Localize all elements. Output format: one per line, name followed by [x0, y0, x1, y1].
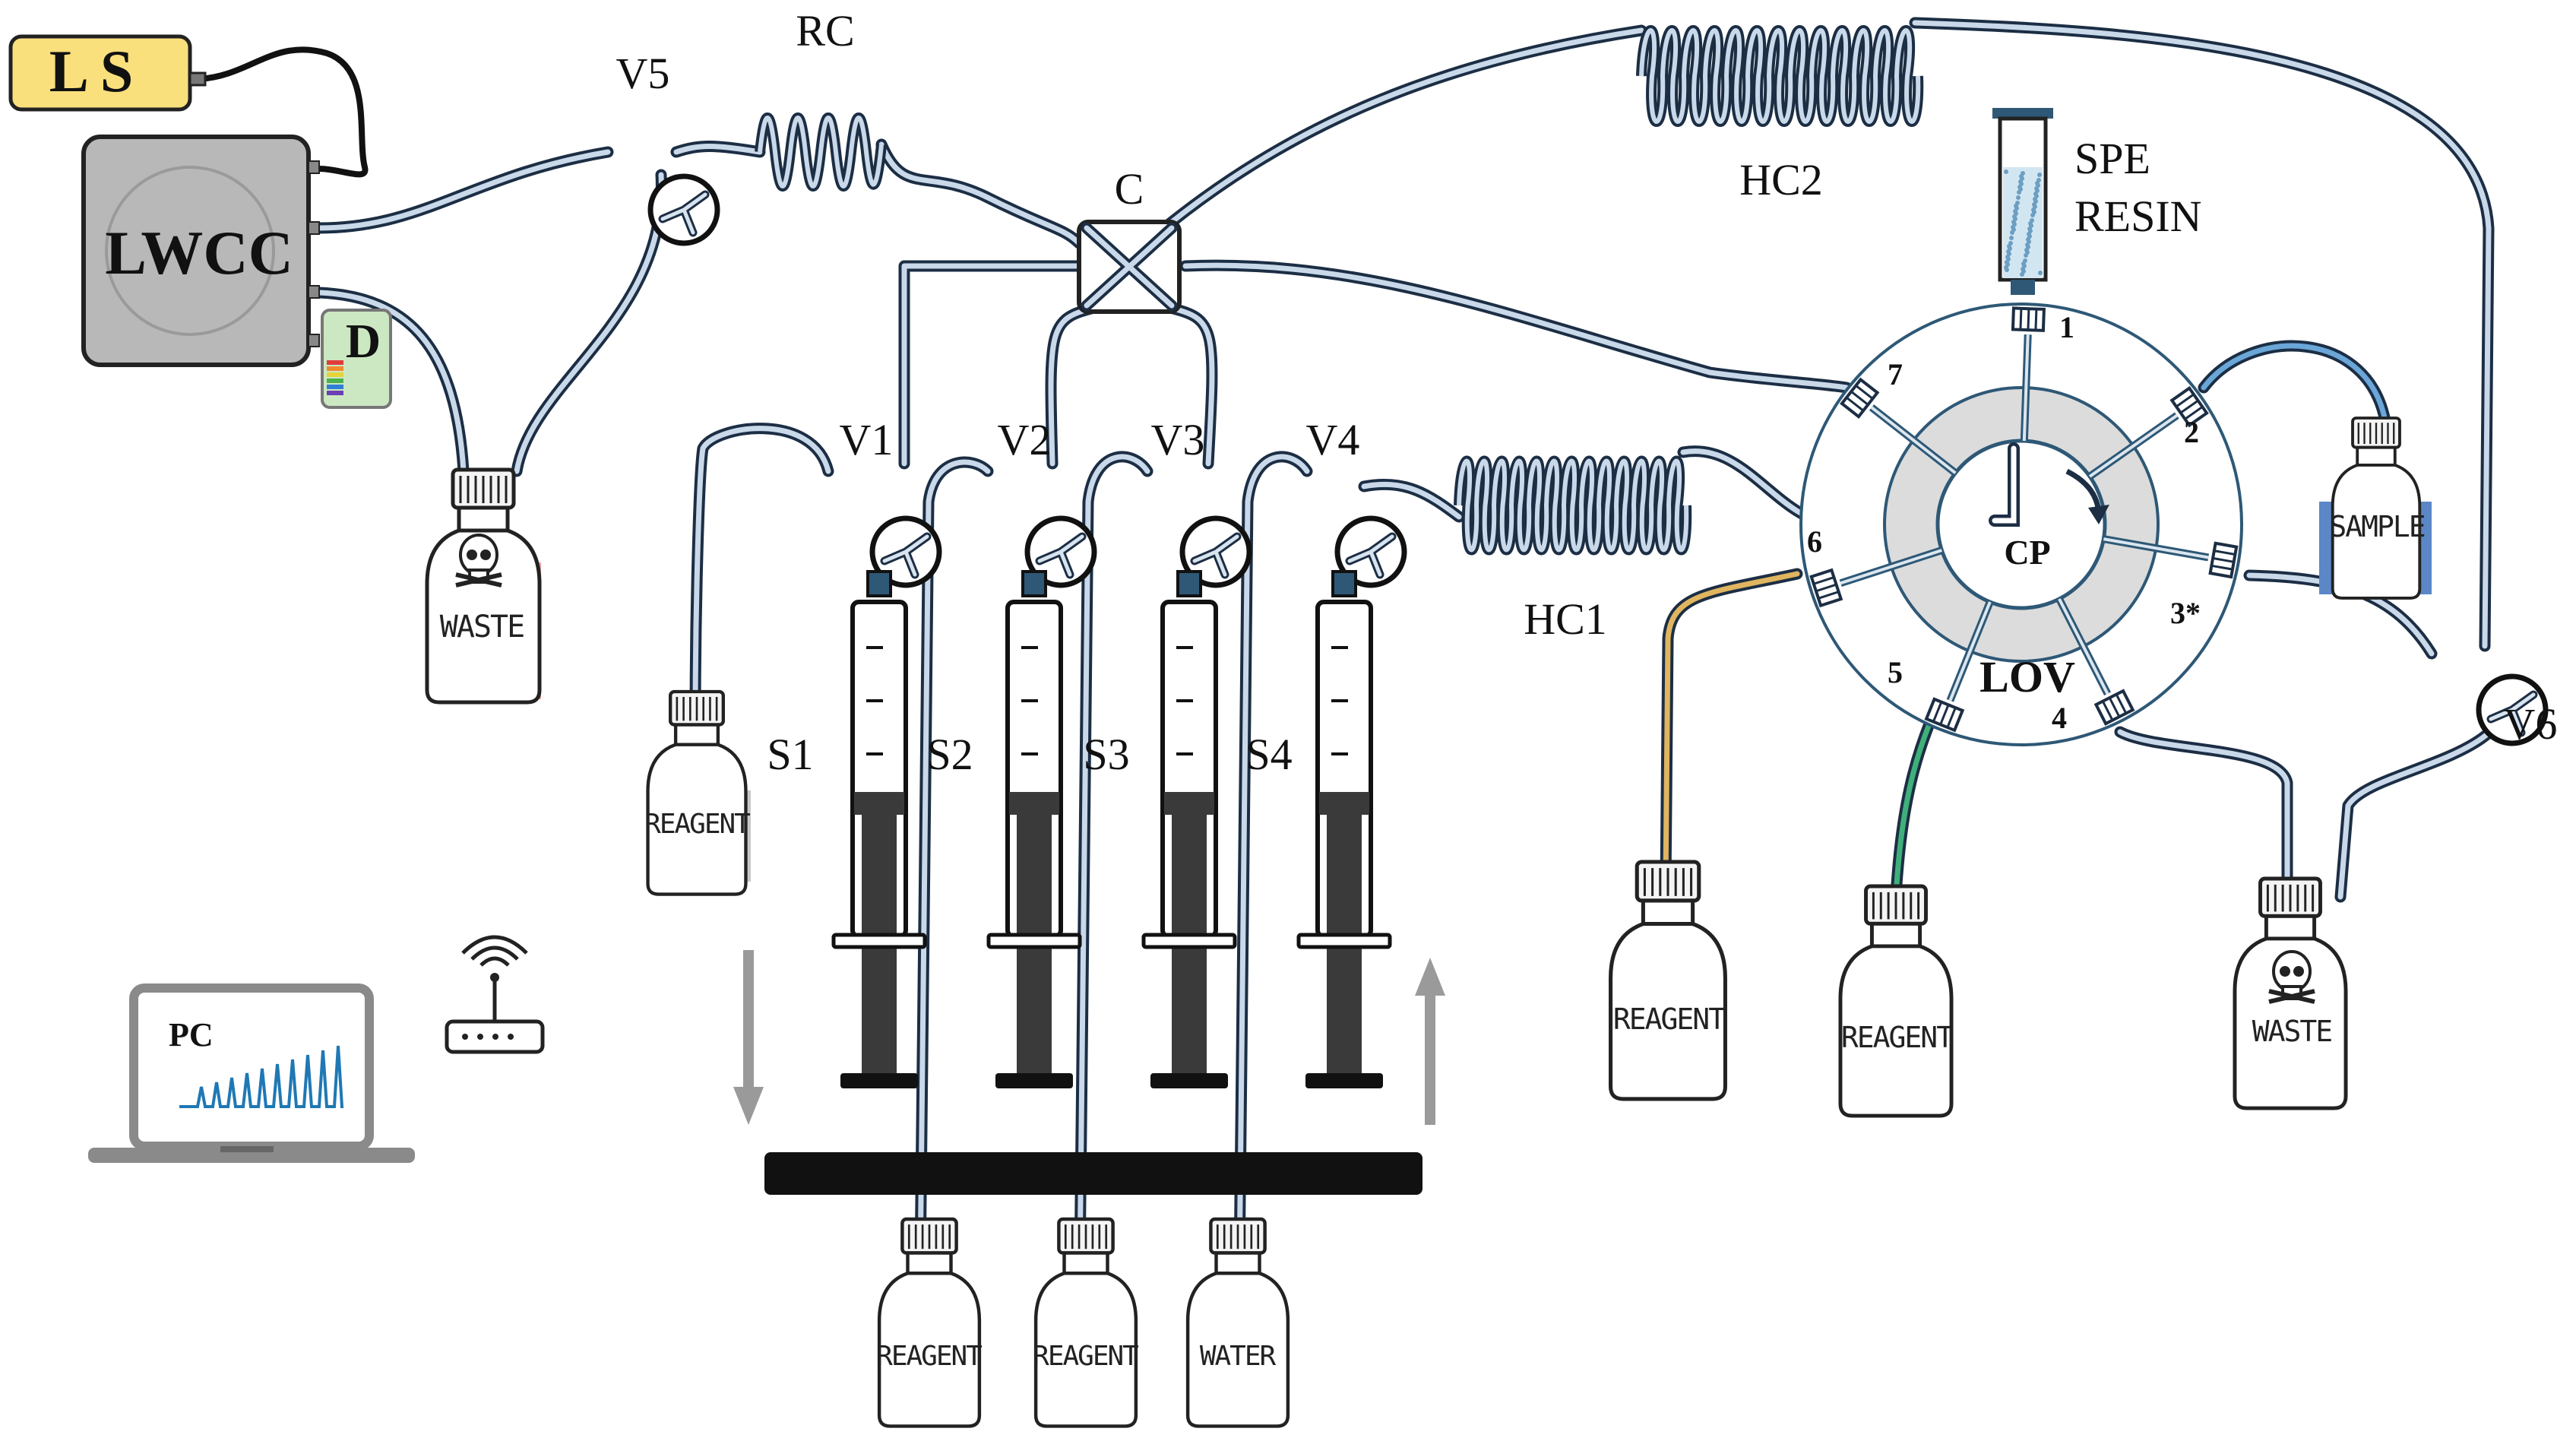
lov-port-fitting-1: [2013, 308, 2044, 330]
s1-label: S1: [767, 730, 813, 779]
bottle-water-s4-label: WATER: [1200, 1341, 1277, 1372]
lov-port-fitting-3: [2208, 541, 2239, 579]
port-4-label: 4: [2052, 701, 2067, 735]
bottle-waste-right-label: WASTE: [2252, 1015, 2332, 1048]
bottle-waste-left: WASTE: [427, 470, 541, 702]
rc-label: RC: [796, 6, 854, 55]
bottle-reagent-s3: REAGENT: [1033, 1219, 1140, 1426]
rotation-arrowhead-icon: [2088, 505, 2109, 524]
wifi-router-icon: [445, 935, 545, 1054]
port-7-label: 7: [1888, 357, 1903, 391]
holding-coil-hc2: [1636, 25, 1924, 127]
bottle-reagent-p6-label: REAGENT: [1613, 1002, 1725, 1036]
bottle-reagent-s2-label: REAGENT: [876, 1341, 982, 1372]
bottle-water-s4: WATER: [1188, 1219, 1289, 1426]
detector: D: [321, 309, 392, 409]
spe-label-line2: RESIN: [2074, 192, 2202, 241]
bottle-reagent-p6: REAGENT: [1611, 862, 1726, 1099]
laptop-icon: PC: [88, 983, 415, 1163]
v4-label: V4: [1306, 415, 1360, 464]
hc1-label: HC1: [1524, 594, 1607, 644]
bottle-reagent-s1: REAGENT: [644, 692, 752, 895]
spe-label-line1: SPE: [2074, 134, 2150, 183]
light-source-label: L S: [49, 38, 134, 104]
valve-v5: [650, 176, 717, 243]
lov-channels: [1839, 334, 2210, 702]
hc2-label: HC2: [1739, 155, 1823, 204]
bottle-reagent-s1-label: REAGENT: [644, 809, 750, 840]
confluence-label: C: [1115, 164, 1144, 214]
bottle-reagent-s2: REAGENT: [876, 1219, 983, 1426]
bottle-reagent-p5: REAGENT: [1840, 886, 1954, 1116]
reaction-coil-rc: [755, 112, 887, 192]
tubing-network: [198, 17, 2514, 1344]
lab-on-valve: CP LOV 1 7 2 6 3* 5 4: [1799, 302, 2243, 746]
port-1-label: 1: [2059, 310, 2074, 344]
port-5-label: 5: [1888, 655, 1903, 689]
central-port-label: CP: [2004, 533, 2050, 572]
syringe-s3: [1144, 572, 1235, 1088]
bottle-reagent-p5-label: REAGENT: [1841, 1021, 1953, 1054]
bottle-sample-label: SAMPLE: [2329, 510, 2424, 543]
v6-label: V6: [2504, 699, 2558, 749]
bottle-sample: SAMPLE: [2319, 418, 2432, 598]
pc-label: PC: [169, 1016, 214, 1053]
port-6-label: 6: [1807, 524, 1822, 559]
detector-label: D: [346, 314, 381, 368]
holding-coil-hc1: [1454, 455, 1692, 556]
resin-beads: [2004, 169, 2043, 277]
pc-signal-trace: [179, 1045, 344, 1108]
lwcc-label: LWCC: [105, 218, 293, 287]
lwcc-cell: LWCC: [81, 135, 320, 367]
port-2-label: 2: [2184, 415, 2199, 449]
bottle-waste-left-label: WASTE: [440, 610, 524, 645]
spe-resin-column: SPE RESIN: [1992, 108, 2202, 295]
syringe-s4: [1299, 572, 1390, 1088]
lov-label: LOV: [1979, 652, 2075, 702]
light-source: L S: [8, 34, 207, 112]
bottle-waste-right: WASTE: [2234, 879, 2347, 1108]
v3-label: V3: [1151, 415, 1205, 464]
s3-label: S3: [1083, 730, 1129, 779]
s2-label: S2: [926, 730, 973, 779]
syringe-s2: [989, 572, 1080, 1088]
s4-label: S4: [1245, 730, 1292, 779]
v5-label: V5: [616, 49, 670, 98]
syringe-s1: [834, 572, 925, 1088]
v1-label: V1: [840, 415, 894, 464]
bottle-reagent-s3-label: REAGENT: [1033, 1341, 1138, 1372]
v2-label: V2: [998, 415, 1052, 464]
port-3-label: 3*: [2170, 596, 2201, 630]
syringe-pump-base: [764, 1152, 1422, 1195]
confluence-c: C: [1077, 164, 1182, 314]
